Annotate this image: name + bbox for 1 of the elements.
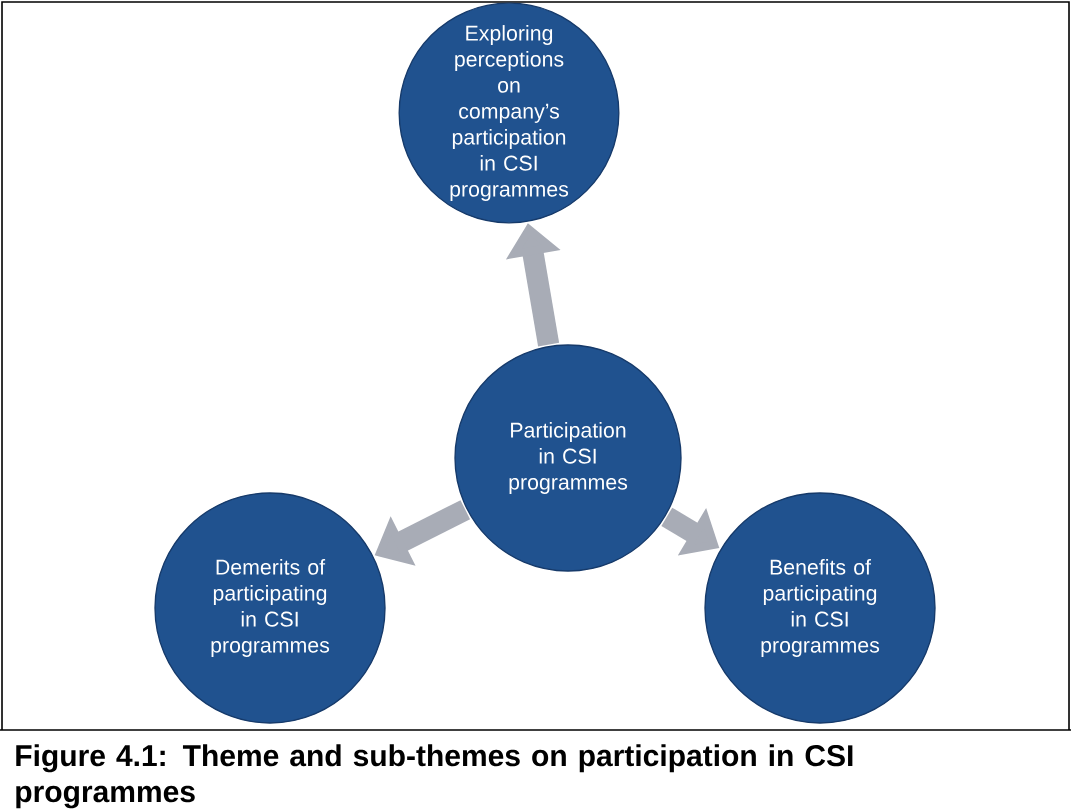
caption: Figure 4.1: Theme and sub-themes on participation in CSI programmes bbox=[16, 744, 853, 809]
